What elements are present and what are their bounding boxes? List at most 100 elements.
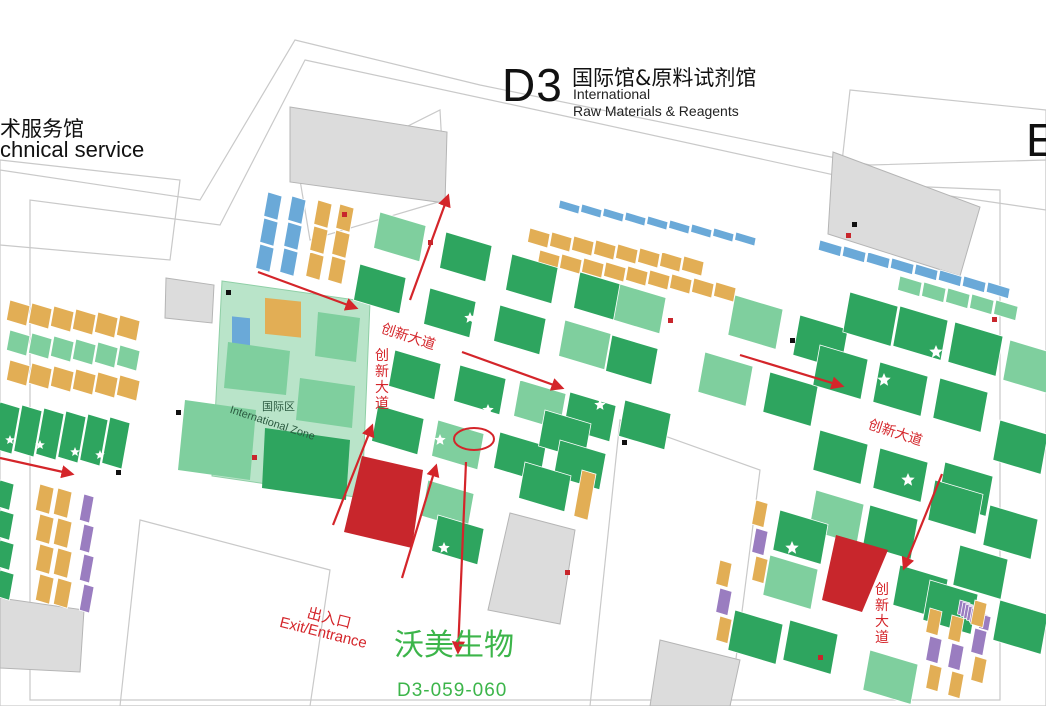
road-label-vertical-2: 创 新 大 道 [875,582,889,646]
hall-name-en-line2: Raw Materials & Reagents [573,103,739,119]
booth [613,283,667,335]
booth [897,275,923,298]
booth [1002,339,1046,394]
booth [602,207,625,223]
booth [812,344,869,400]
booth [615,243,639,265]
facility-markers [116,212,997,660]
booth [78,583,95,614]
booth [669,273,693,295]
large-red-booths [344,456,888,612]
booth [734,231,757,247]
booth [681,255,705,277]
booth [283,221,303,251]
booth [947,614,965,644]
booth [493,304,547,356]
booth [713,281,737,303]
booth [817,239,843,258]
booth [892,305,949,361]
booth [13,404,43,458]
booth-star-icon [438,542,450,553]
booth [335,203,355,233]
booth [865,251,891,270]
booth [101,416,131,470]
booth [373,211,427,263]
booth-grid [0,191,1046,705]
booth-star-icon [482,404,494,415]
booth [263,191,283,221]
booth [659,251,683,273]
booth [913,263,939,282]
booth [49,305,75,333]
booth [5,299,31,327]
booth [992,599,1046,655]
booth [751,499,769,529]
booth [624,211,647,227]
booth [697,351,754,407]
left-hall-name-en: chnical service [0,137,145,162]
booth [49,335,75,363]
booth [970,599,988,629]
booth [115,314,141,342]
booth [862,649,919,705]
booth [889,257,915,276]
booth [947,642,965,672]
booth [71,308,97,336]
booth [327,255,347,285]
booth [668,219,691,235]
booth [712,227,735,243]
booth [715,615,733,645]
booth [812,429,869,485]
booth [423,287,477,339]
booth [559,253,583,275]
booth-star-icon [542,334,554,345]
booth [35,407,65,461]
booth [52,577,73,609]
booth [353,263,407,315]
booth [571,235,595,257]
booth-star-icon [434,434,446,445]
booth [0,401,21,455]
booth [27,302,53,330]
booth [751,555,769,585]
booth [115,374,141,402]
booth [727,294,784,350]
booth [93,311,119,339]
booth [78,553,95,584]
booth [388,349,442,401]
booth [305,251,325,281]
booth [93,371,119,399]
booth [872,361,929,417]
booth-star-icon [5,435,15,444]
booth [993,299,1019,322]
booth [34,513,55,545]
booth [52,547,73,579]
booth [841,245,867,264]
booth [78,523,95,554]
booth [872,447,929,503]
booth [255,243,275,273]
booth [782,619,839,675]
booth [772,509,829,565]
booth [431,514,485,566]
booth [715,587,733,617]
international-zone-area [178,280,371,500]
booth [49,365,75,393]
booth-star-icon [95,450,105,459]
hall-code: D3 [502,59,563,111]
booth-star-icon [901,473,915,486]
booth [331,229,351,259]
booth [925,607,943,637]
booth-star-icon [929,345,943,358]
booth [625,265,649,287]
booth [581,257,605,279]
highlight-company-name: 沃美生物 [394,628,514,663]
booth [558,319,612,371]
booth [937,269,963,288]
booth [925,663,943,693]
booth [992,419,1046,475]
booth [71,368,97,396]
booth-star-icon [961,368,975,381]
